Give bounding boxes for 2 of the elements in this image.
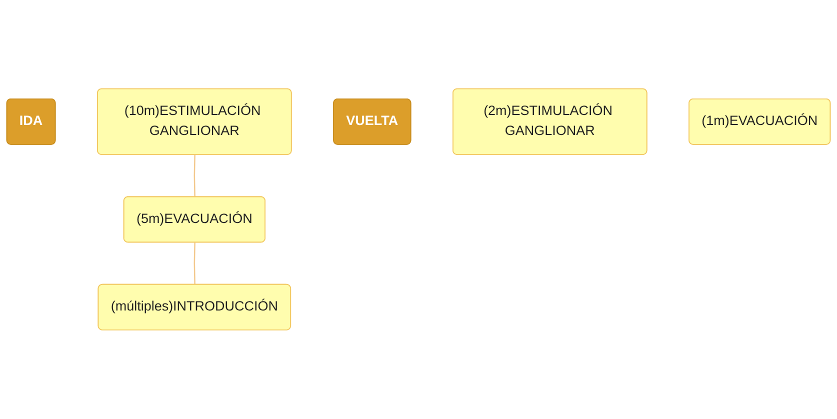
connector [194, 242, 196, 285]
connector [194, 155, 196, 198]
